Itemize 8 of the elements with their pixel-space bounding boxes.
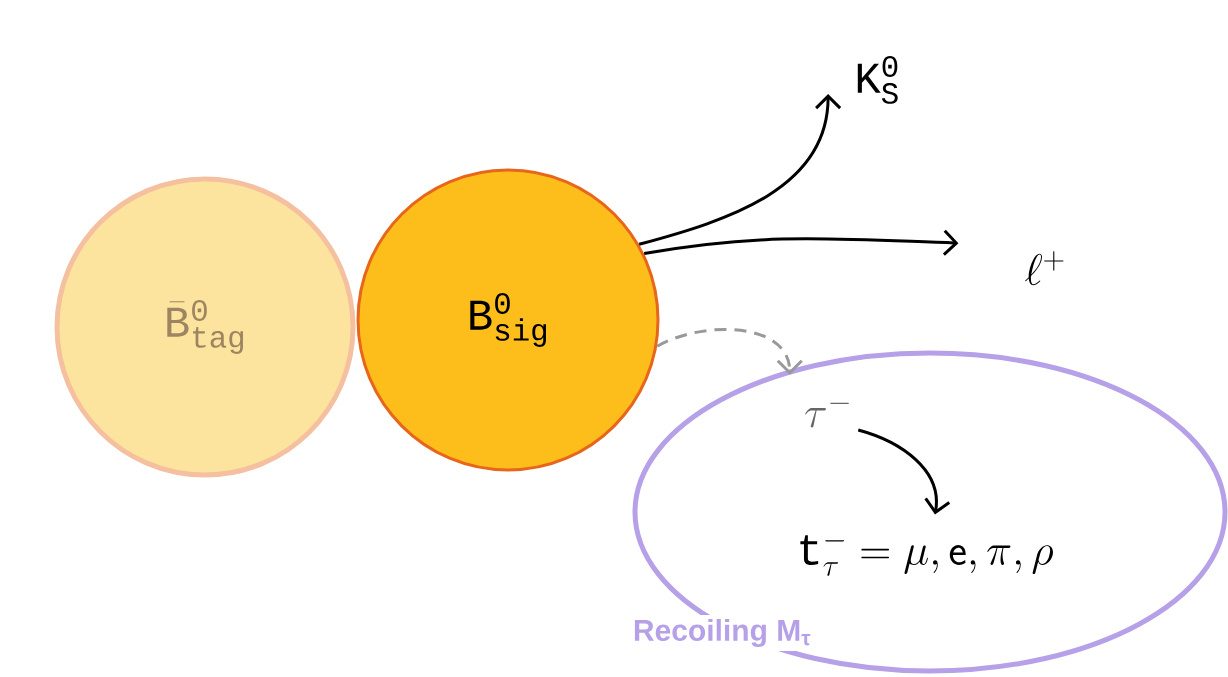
- arrow: [643, 229, 959, 256]
- arrow: [857, 428, 951, 515]
- particle-label: $\tau^{-}$: [805, 402, 849, 428]
- particle-label: $\ell^{+}$: [1025, 251, 1064, 286]
- arrow: [638, 94, 842, 246]
- particle-label: $\mathtt{K}^{\mathtt{0}}_{\mathtt{S}}$: [857, 56, 898, 104]
- arrow: [656, 328, 803, 375]
- particle-label: $\mathtt{t}_{\tau}^{-} = \mu, \mathsf{e}, \pi, \rho$: [800, 535, 1053, 576]
